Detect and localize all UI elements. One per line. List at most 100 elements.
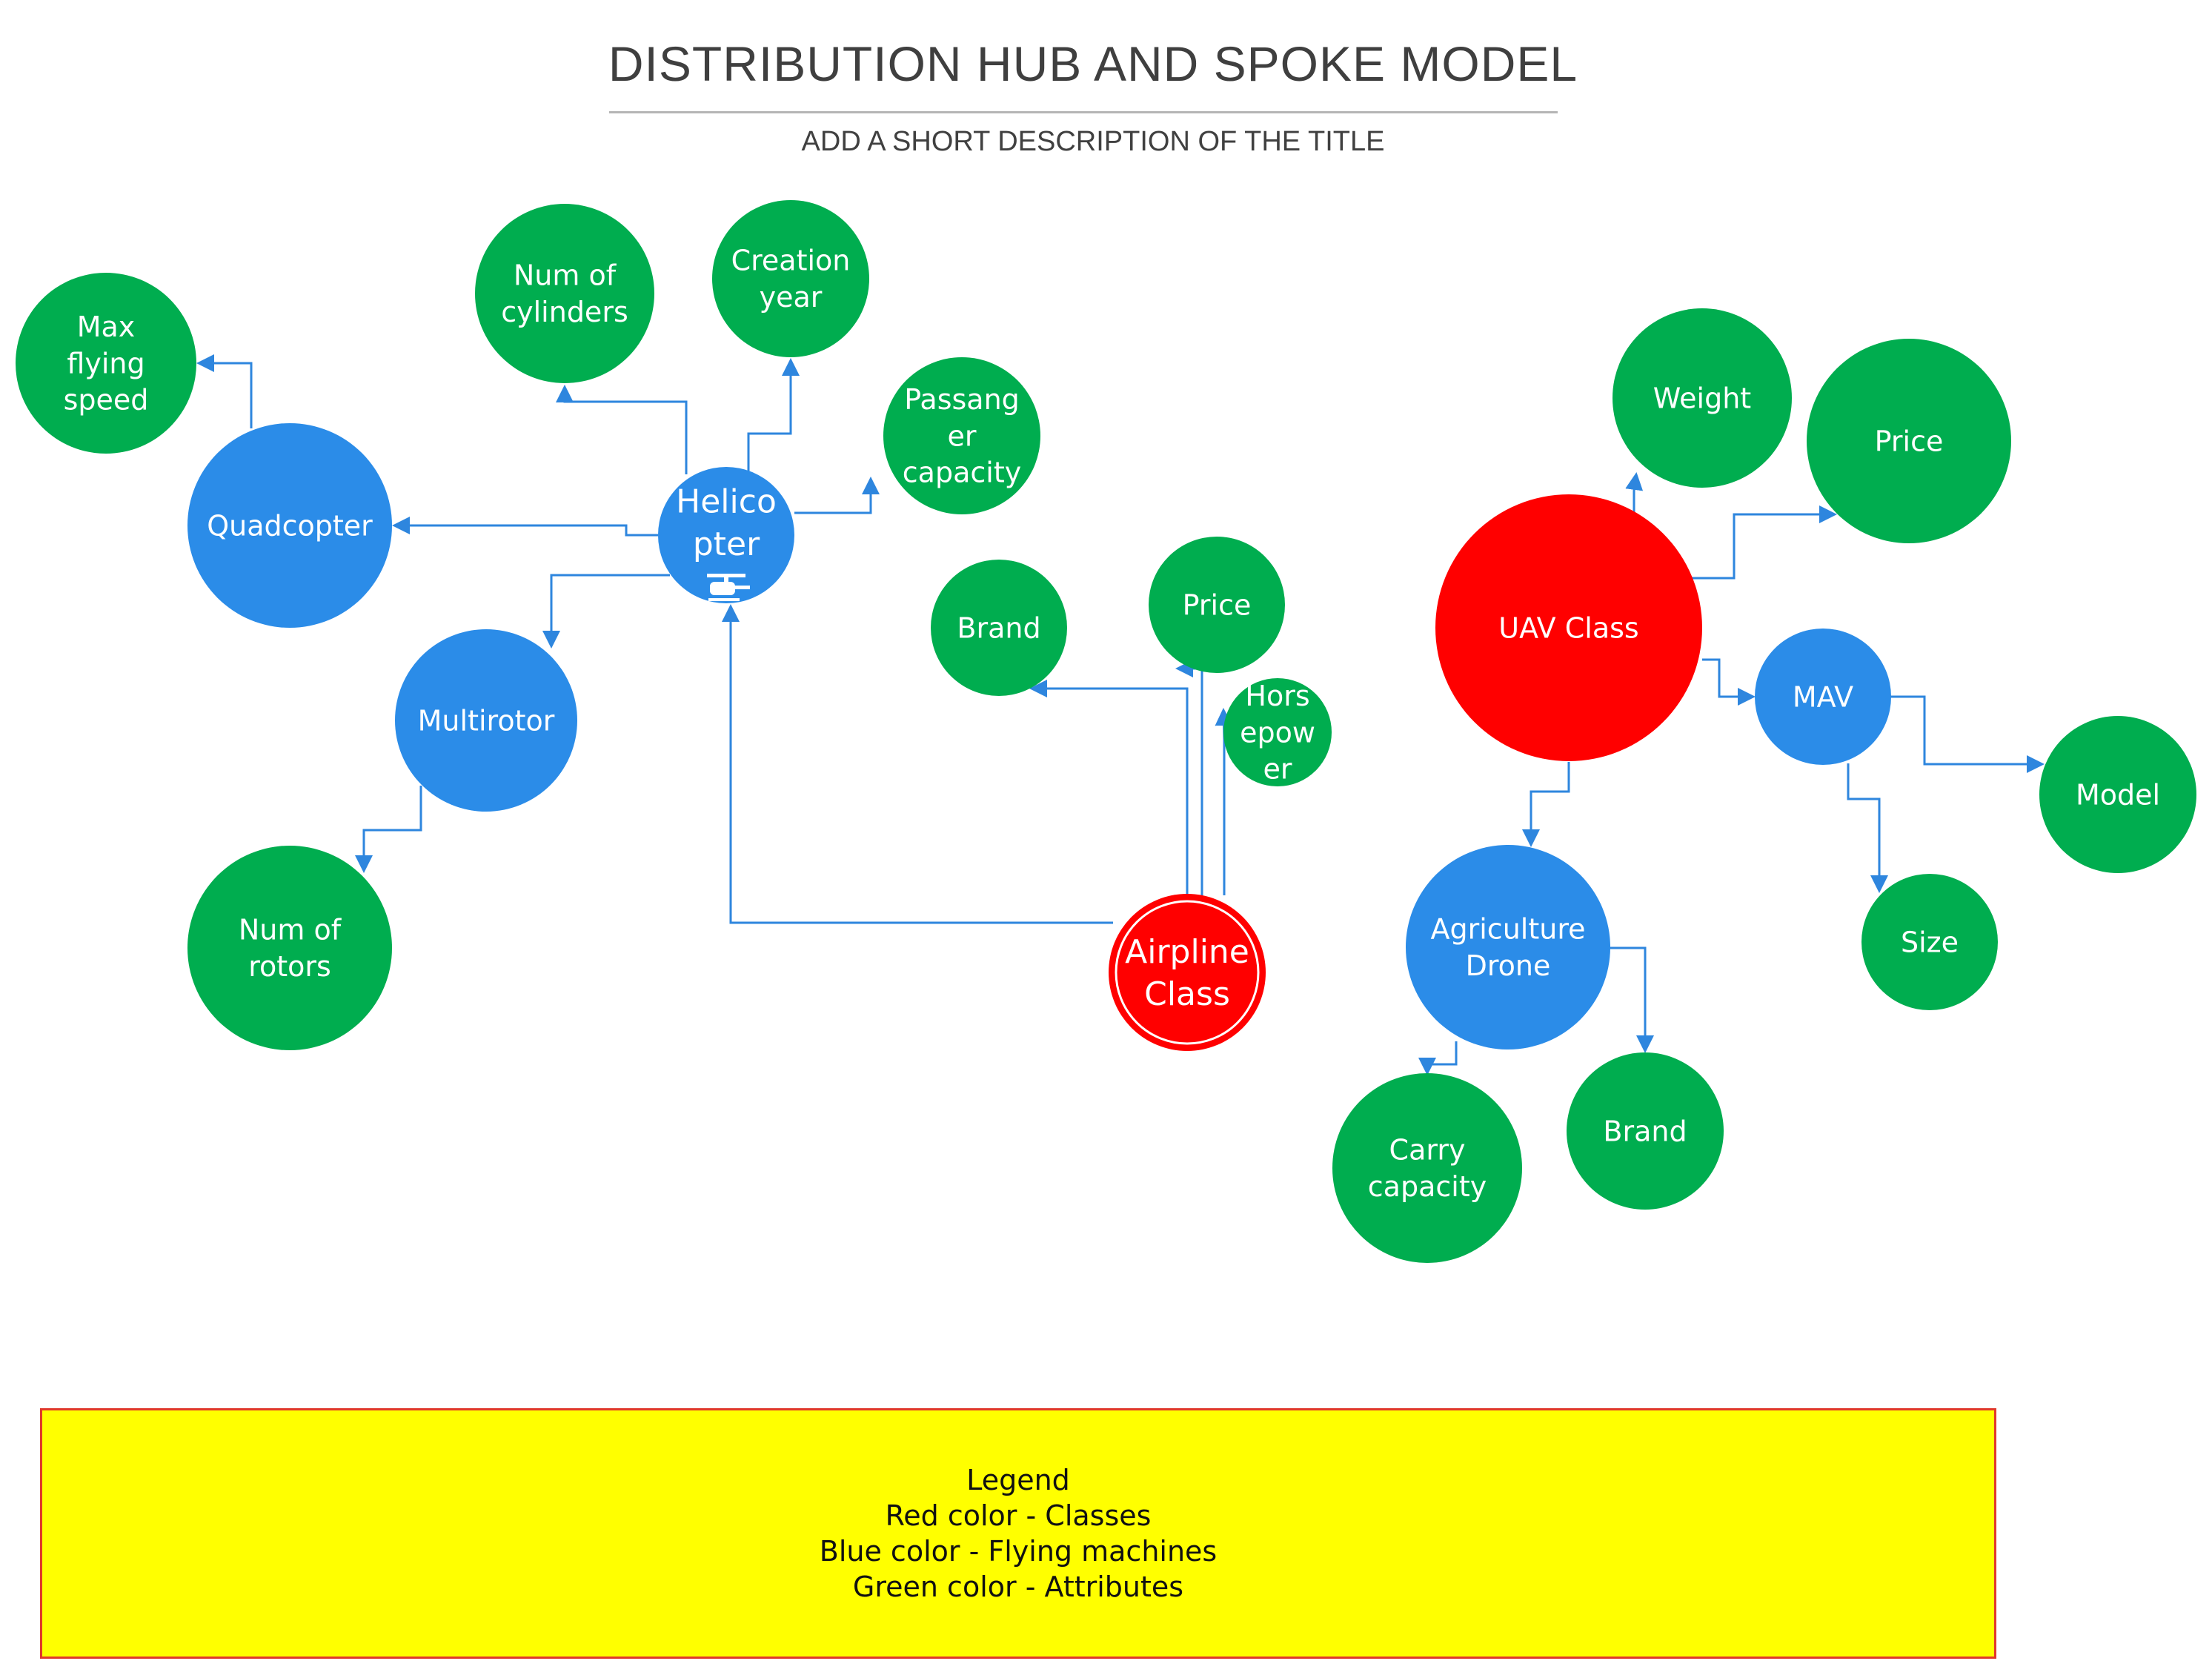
node-label-num-of-cylinders: cylinders: [501, 296, 628, 328]
node-label-brand-airplane: Brand: [957, 611, 1040, 644]
node-uav-class[interactable]: UAV Class: [1435, 494, 1702, 761]
node-price-uav[interactable]: Price: [1807, 339, 2011, 543]
node-circle-num-of-cylinders: [475, 204, 654, 383]
legend-item-attributes: Green color - Attributes: [852, 1571, 1184, 1603]
node-circle-mav: [1755, 629, 1891, 765]
node-label-passanger-capacity: capacity: [903, 457, 1021, 489]
node-label-num-of-rotors: rotors: [248, 950, 331, 983]
node-label-brand-agri: Brand: [1603, 1115, 1687, 1147]
node-model[interactable]: Model: [2039, 716, 2196, 873]
node-circle-uav-class: [1435, 494, 1702, 761]
node-brand-airplane[interactable]: Brand: [931, 560, 1067, 696]
connector-helicopter-to-passanger-capacity: [794, 477, 880, 514]
node-circle-quadcopter: [187, 423, 392, 628]
connector-helicopter-to-multirotor: [542, 574, 670, 649]
title-divider: [609, 111, 1558, 113]
helicopter-icon: [707, 574, 750, 602]
node-label-model: Model: [2076, 778, 2160, 811]
node-label-helicopter: Helico: [676, 483, 777, 521]
node-mav[interactable]: MAV: [1755, 629, 1891, 765]
legend-item-flying-machines: Blue color - Flying machines: [819, 1535, 1218, 1568]
node-quadcopter[interactable]: Quadcopter: [187, 423, 392, 628]
node-circle-size: [1861, 874, 1998, 1010]
connector-uav-class-to-agriculture-drone: [1522, 762, 1570, 847]
node-circle-multirotor: [395, 629, 577, 812]
node-circle-helicopter: [658, 467, 794, 603]
node-circle-carry-capacity: [1332, 1073, 1522, 1263]
connector-airplane-class-to-helicopter: [722, 604, 1113, 924]
connector-helicopter-to-creation-year: [747, 358, 800, 474]
legend-box: Legend Red color - Classes Blue color - …: [40, 1408, 1996, 1659]
node-brand-agri[interactable]: Brand: [1567, 1052, 1724, 1210]
node-circle-airplane-class: [1109, 894, 1266, 1051]
node-label-size: Size: [1901, 926, 1959, 958]
node-label-multirotor: Multirotor: [418, 704, 555, 737]
node-label-num-of-cylinders: Num of: [514, 259, 617, 292]
legend-item-classes: Red color - Classes: [885, 1499, 1152, 1532]
page-title: DISTRIBUTION HUB AND SPOKE MODEL: [608, 36, 1578, 91]
connector-mav-to-size: [1847, 763, 1888, 893]
connector-uav-class-to-price-uav: [1688, 505, 1837, 580]
connector-helicopter-to-quadcopter: [392, 517, 658, 537]
node-multirotor[interactable]: Multirotor: [395, 629, 577, 812]
node-circle-price-airplane: [1149, 537, 1285, 673]
node-label-agriculture-drone: Agriculture: [1431, 913, 1586, 946]
legend-heading: Legend: [966, 1464, 1070, 1496]
connector-airplane-class-to-price-airplane: [1175, 660, 1203, 895]
connector-agriculture-drone-to-carry-capacity: [1418, 1041, 1458, 1075]
node-label-horsepower: epow: [1240, 716, 1315, 749]
node-weight[interactable]: Weight: [1612, 308, 1792, 488]
connector-mav-to-model: [1890, 695, 2045, 773]
node-label-helicopter: pter: [693, 525, 760, 563]
node-circle-max-flying-speed: [16, 273, 196, 454]
connector-airplane-class-to-brand-airplane: [1029, 680, 1189, 897]
node-circle-model: [2039, 716, 2196, 873]
node-label-uav-class: UAV Class: [1498, 611, 1638, 644]
node-horsepower[interactable]: Hors epow er: [1223, 678, 1332, 786]
node-label-carry-capacity: Carry: [1389, 1134, 1466, 1167]
node-circle-price-uav: [1807, 339, 2011, 543]
node-price-airplane[interactable]: Price: [1149, 537, 1285, 673]
node-num-of-cylinders[interactable]: Num of cylinders: [475, 204, 654, 383]
node-label-max-flying-speed: Max: [77, 311, 136, 343]
node-circle-brand-airplane: [931, 560, 1067, 696]
node-label-passanger-capacity: Passang: [904, 383, 1020, 416]
node-label-max-flying-speed: flying: [67, 347, 145, 379]
connector-agriculture-drone-to-brand-agri: [1608, 946, 1654, 1053]
node-label-creation-year: year: [760, 281, 823, 314]
node-num-of-rotors[interactable]: Num of rotors: [187, 846, 392, 1050]
node-label-price-airplane: Price: [1183, 588, 1252, 621]
node-helicopter[interactable]: Helico pter: [658, 467, 794, 603]
node-label-weight: Weight: [1653, 382, 1751, 414]
node-creation-year[interactable]: Creation year: [712, 200, 869, 357]
connector-uav-class-to-mav: [1702, 658, 1756, 706]
node-circle-weight: [1612, 308, 1792, 488]
node-label-horsepower: Hors: [1245, 680, 1309, 712]
node-label-num-of-rotors: Num of: [239, 914, 342, 946]
node-label-creation-year: Creation: [731, 245, 851, 277]
node-label-agriculture-drone: Drone: [1466, 949, 1551, 982]
node-circle-creation-year: [712, 200, 869, 357]
node-label-airplane-class: Airpline: [1125, 933, 1249, 971]
node-circle-brand-agri: [1567, 1052, 1724, 1210]
node-size[interactable]: Size: [1861, 874, 1998, 1010]
node-inner-ring: [1115, 900, 1260, 1045]
connector-multirotor-to-num-of-rotors: [355, 786, 422, 873]
page-subtitle: ADD A SHORT DESCRIPTION OF THE TITLE: [801, 126, 1385, 157]
node-label-horsepower: er: [1263, 753, 1292, 786]
connector-helicopter-to-num-of-cylinders: [556, 385, 688, 474]
node-circle-horsepower: [1223, 678, 1332, 786]
node-label-airplane-class: Class: [1144, 975, 1230, 1013]
node-circle-num-of-rotors: [187, 846, 392, 1050]
node-label-quadcopter: Quadcopter: [207, 509, 373, 542]
node-label-mav: MAV: [1793, 680, 1853, 713]
node-circle-agriculture-drone: [1406, 845, 1610, 1049]
